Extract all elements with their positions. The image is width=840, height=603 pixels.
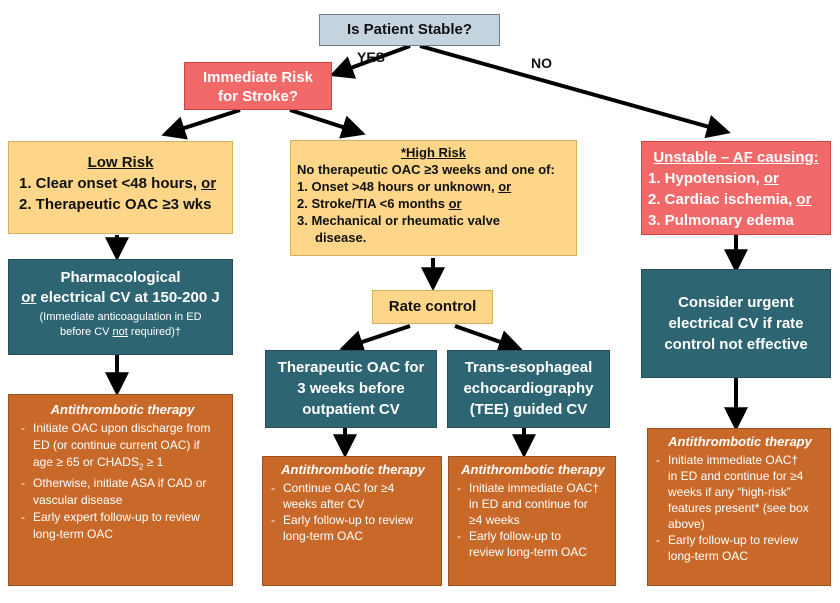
patient-stable-box: Is Patient Stable? (319, 14, 500, 46)
low-risk-item2: 2. Therapeutic OAC ≥3 wks (19, 196, 212, 213)
anti-right-bullet1: Initiate immediate OAC† in ED and contin… (652, 452, 828, 532)
rate-control-label: Rate control (388, 298, 477, 315)
antithrombotic-mid1-box: Antithrombotic therapy Continue OAC for … (262, 456, 442, 586)
arrow-to-ther-oac (339, 324, 411, 354)
high-risk-item2: 2. Stroke/TIA <6 months or (297, 196, 462, 211)
stroke-risk-line1: Immediate Risk (202, 69, 314, 86)
low-risk-title: Low Risk (87, 154, 154, 171)
unstable-box: Unstable – AF causing: 1. Hypotension, o… (641, 141, 831, 235)
tee-line2: echocardiography (463, 380, 594, 397)
stroke-risk-line2: for Stroke? (217, 88, 298, 105)
yes-label: YES (357, 49, 386, 65)
tee-guided-cv-box: Trans-esophageal echocardiography (TEE) … (447, 350, 610, 428)
anti-mid1-bullet2: Early follow-up to review long-term OAC (267, 512, 439, 544)
low-risk-box: Low Risk 1. Clear onset <48 hours, or 2.… (8, 141, 233, 234)
ther-oac-line2: 3 weeks before (297, 380, 405, 397)
pharm-line2: or electrical CV at 150-200 J (21, 289, 220, 306)
anti-mid2-title: Antithrombotic therapy (461, 462, 605, 477)
high-risk-item3-cont: disease. (315, 230, 367, 245)
arrow-to-tee (454, 324, 523, 354)
unstable-title: Unstable – AF causing: (653, 149, 819, 166)
unstable-item1: 1. Hypotension, or (648, 170, 779, 187)
high-risk-item1: 1. Onset >48 hours or unknown, or (297, 179, 512, 194)
unstable-item2: 2. Cardiac ischemia, or (648, 191, 812, 208)
stroke-risk-box: Immediate Risk for Stroke? (184, 62, 332, 110)
tee-line1: Trans-esophageal (464, 359, 593, 376)
urgent-line2: electrical CV if rate (668, 315, 804, 332)
anti-left-bullet3: Early expert follow-up to review long-te… (17, 509, 228, 543)
pharm-cv-box: Pharmacological or electrical CV at 150-… (8, 259, 233, 355)
patient-stable-question: Is Patient Stable? (346, 21, 473, 38)
antithrombotic-right-box: Antithrombotic therapy Initiate immediat… (647, 428, 831, 586)
anti-mid2-bullet2: Early follow-up to review long-term OAC (453, 528, 613, 560)
high-risk-intro: No therapeutic OAC ≥3 weeks and one of: (297, 162, 555, 177)
urgent-line1: Consider urgent (678, 294, 794, 311)
urgent-cv-box: Consider urgent electrical CV if rate co… (641, 269, 831, 378)
anti-mid2-bullet1: Initiate immediate OAC† in ED and contin… (453, 480, 613, 528)
anti-right-bullet2: Early follow-up to review long-term OAC (652, 532, 828, 564)
pharm-note1: (Immediate anticoagulation in ED (39, 311, 202, 323)
anti-left-bullet1: Initiate OAC upon discharge from ED (or … (17, 420, 228, 475)
antithrombotic-mid2-box: Antithrombotic therapy Initiate immediat… (448, 456, 616, 586)
tee-line3: (TEE) guided CV (469, 401, 588, 418)
arrow-yes (329, 44, 411, 79)
anti-right-title: Antithrombotic therapy (668, 434, 812, 449)
ther-oac-line1: Therapeutic OAC for (277, 359, 425, 376)
anti-left-title: Antithrombotic therapy (50, 402, 195, 417)
pharm-note2: before CV not required)† (59, 326, 182, 338)
rate-control-box: Rate control (372, 290, 493, 324)
anti-left-bullet2: Otherwise, initiate ASA if CAD or vascul… (17, 475, 228, 509)
no-label: NO (531, 55, 552, 71)
low-risk-item1: 1. Clear onset <48 hours, or (19, 175, 217, 192)
arrow-no (419, 44, 731, 139)
urgent-line3: control not effective (664, 336, 808, 353)
pharm-line1: Pharmacological (60, 269, 181, 286)
unstable-item3: 3. Pulmonary edema (648, 212, 794, 229)
high-risk-box: *High Risk No therapeutic OAC ≥3 weeks a… (290, 140, 577, 256)
therapeutic-oac-box: Therapeutic OAC for 3 weeks before outpa… (265, 350, 437, 428)
ther-oac-line3: outpatient CV (302, 401, 400, 418)
antithrombotic-left-box: Antithrombotic therapy Initiate OAC upon… (8, 394, 233, 586)
arrow-low-risk (161, 108, 241, 140)
high-risk-title: *High Risk (400, 145, 466, 160)
anti-mid1-bullet1: Continue OAC for ≥4 weeks after CV (267, 480, 439, 512)
anti-mid1-title: Antithrombotic therapy (281, 462, 425, 477)
arrow-high-risk (289, 108, 366, 139)
high-risk-item3: 3. Mechanical or rheumatic valve (297, 213, 501, 228)
